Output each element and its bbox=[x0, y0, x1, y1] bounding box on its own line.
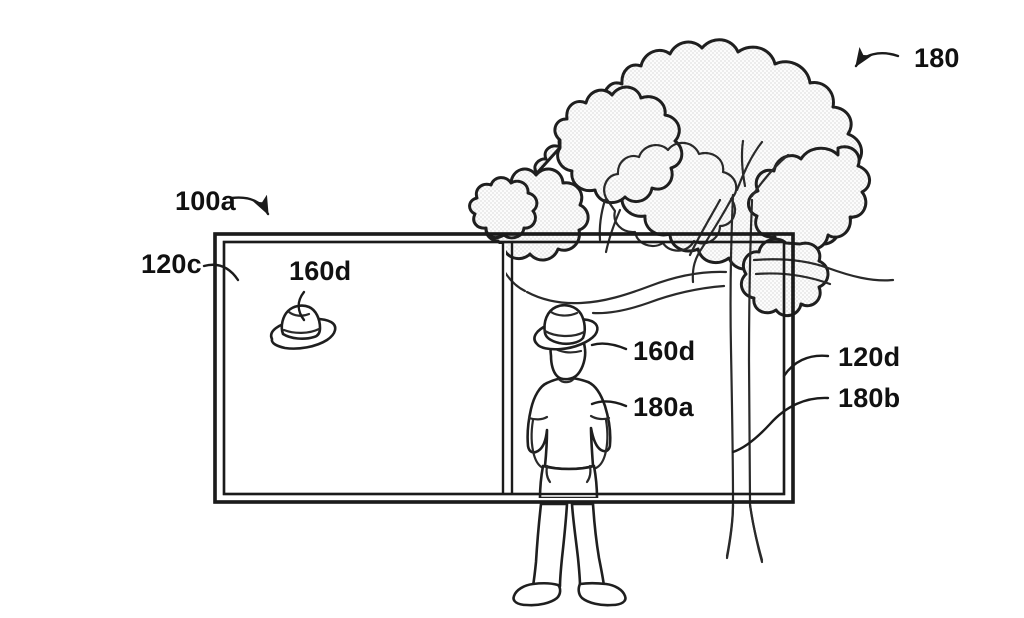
tree-trunk-right-edge bbox=[747, 198, 754, 502]
person-pocket-right bbox=[585, 464, 592, 484]
label-160d-right: 160d bbox=[633, 336, 695, 366]
tree-fork-left bbox=[691, 194, 735, 284]
hat-virtual-object-left bbox=[269, 304, 337, 350]
person-sleeve-right bbox=[589, 414, 611, 421]
hat-dent-left bbox=[287, 310, 311, 317]
right-display-panel[interactable] bbox=[526, 303, 612, 498]
tree-foliage-lower-left bbox=[468, 176, 539, 240]
person-shirt bbox=[526, 376, 612, 471]
hat-band-person bbox=[543, 329, 586, 338]
leader-180 bbox=[854, 46, 900, 68]
leader-120c bbox=[202, 263, 240, 282]
tree-branch-left-small bbox=[501, 267, 527, 293]
leader-160d-left bbox=[297, 290, 306, 322]
panel-divider bbox=[501, 243, 514, 493]
tree-branch-stub-b bbox=[598, 198, 607, 242]
tree-foliage-left-lobe bbox=[553, 85, 684, 205]
person-shoe-left bbox=[512, 582, 562, 607]
person-leg-left bbox=[531, 502, 569, 588]
label-120d: 120d bbox=[838, 342, 900, 372]
tree-trunk-tail-right bbox=[748, 503, 764, 564]
person-in-scene bbox=[526, 303, 612, 498]
leader-lines bbox=[202, 46, 900, 454]
person-leg-right bbox=[570, 502, 606, 588]
person-arm-left bbox=[530, 418, 545, 470]
tree-branch-upper-3 bbox=[740, 139, 747, 188]
tree-branch-horizontal-left-2 bbox=[591, 284, 726, 315]
label-160d-left: 160d bbox=[289, 256, 351, 286]
frame-inner-rect-overlay bbox=[222, 240, 786, 496]
leader-180b bbox=[731, 396, 830, 454]
tree-branch-stub-a bbox=[604, 208, 622, 254]
person-legs-below-frame bbox=[512, 502, 627, 607]
tree-branch-upper bbox=[735, 140, 764, 192]
person-pocket-left bbox=[545, 464, 552, 484]
reference-labels: 180 100a 120c 160d 160d 180a 120d 180b bbox=[141, 43, 960, 422]
frame-outer-rect-overlay bbox=[213, 232, 795, 504]
person-arm-right bbox=[594, 418, 609, 470]
leader-160d-right bbox=[590, 342, 628, 351]
tree-branch-horizontal-left bbox=[525, 270, 728, 305]
tree-foliage-inner-contour bbox=[603, 141, 738, 252]
tree-trunk-tail-left bbox=[725, 503, 735, 560]
leader-180a bbox=[590, 400, 628, 408]
person-pants-upper bbox=[538, 464, 599, 498]
tree-scene bbox=[468, 38, 895, 562]
label-100a: 100a bbox=[175, 186, 237, 216]
leader-120d bbox=[782, 354, 830, 378]
tree-trunk-right bbox=[729, 193, 735, 502]
left-panel-surface[interactable] bbox=[226, 244, 506, 492]
label-180a: 180a bbox=[633, 392, 695, 422]
hat-worn-by-person bbox=[533, 303, 599, 351]
label-180b: 180b bbox=[838, 383, 900, 413]
person-shoe-right bbox=[577, 581, 627, 607]
left-display-panel[interactable] bbox=[226, 244, 506, 492]
label-180: 180 bbox=[914, 43, 960, 73]
frame-overlay-strokes bbox=[213, 232, 795, 504]
tree-branch-upper-2 bbox=[750, 153, 790, 198]
leader-100a bbox=[230, 194, 270, 216]
tree-branch-right bbox=[752, 258, 895, 282]
hat-band-left bbox=[282, 327, 321, 334]
tree-fork-left-edge bbox=[688, 198, 722, 257]
tree-trunk-below-frame bbox=[725, 503, 764, 564]
label-120c: 120c bbox=[141, 249, 202, 279]
hat-dent-person bbox=[549, 310, 579, 317]
person-sleeve-left bbox=[527, 415, 549, 421]
